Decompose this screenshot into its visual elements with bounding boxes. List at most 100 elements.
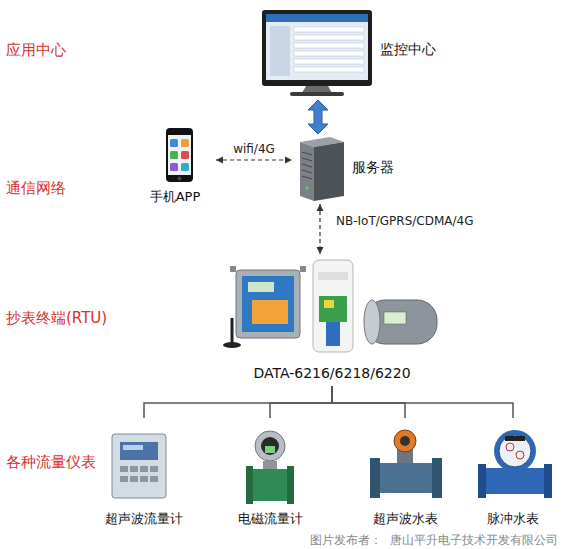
layer-label: 通信网络 <box>6 178 66 198</box>
layer-label: 应用中心 <box>6 40 66 60</box>
electromagnetic-flowmeter-icon-part <box>263 461 277 469</box>
rtu-node: DATA-6216/6218/6220 <box>214 254 450 386</box>
pulse-water-meter-icon-part <box>499 435 531 467</box>
ultrasonic-flowmeter-icon-part <box>150 466 158 472</box>
monitor-icon-part <box>294 59 364 64</box>
bracket-connector <box>332 386 405 418</box>
ultrasonic-water-meter-icon-part <box>400 436 410 446</box>
monitor-node: 监控中心 <box>258 6 448 100</box>
rtu-devices-part <box>242 276 294 332</box>
ultrasonic-water-meter-icon-part <box>370 458 380 498</box>
monitor-icon-part <box>262 10 372 86</box>
rtu-devices-part <box>252 300 288 324</box>
node-caption: 服务器 <box>352 158 394 176</box>
phone-icon-part <box>181 139 189 147</box>
arrowhead <box>317 204 324 211</box>
electromagnetic-flowmeter-icon-part <box>255 431 285 461</box>
meter-node: 超声波水表 <box>348 418 462 532</box>
node-caption: 监控中心 <box>380 40 436 58</box>
ultrasonic-flowmeter-icon-part <box>130 476 138 482</box>
meter-node: 超声波流量计 <box>92 418 196 532</box>
rtu-devices-part <box>223 342 241 348</box>
bracket-connector <box>332 386 513 418</box>
pulse-water-meter-icon-part <box>478 464 486 498</box>
ultrasonic-water-meter-icon <box>370 430 442 498</box>
pulse-water-meter-icon <box>478 430 552 498</box>
layer-label: 抄表终端(RTU) <box>6 308 107 328</box>
pulse-water-meter-icon-part <box>506 443 514 451</box>
server-icon-part <box>306 187 309 190</box>
monitor-icon-part <box>302 86 332 93</box>
rtu-devices-part <box>318 272 348 280</box>
pulse-water-meter-icon-part <box>494 430 536 472</box>
rtu-devices-part <box>313 260 353 352</box>
monitor-icon-part <box>266 14 368 80</box>
dashed-connector <box>319 204 320 254</box>
phone-icon-part <box>166 128 193 182</box>
ultrasonic-water-meter-icon-part <box>394 430 416 452</box>
phone-icon-part <box>178 177 182 181</box>
ultrasonic-flowmeter-icon-part <box>150 476 158 482</box>
phone-node: 手机APP <box>134 124 216 208</box>
arrowhead <box>317 247 324 254</box>
electromagnetic-flowmeter-icon-part <box>261 437 279 455</box>
rtu-devices-part <box>300 266 306 272</box>
arrowhead <box>216 157 223 164</box>
node-caption: 脉冲水表 <box>462 510 564 528</box>
server-icon-part <box>302 176 312 179</box>
monitor-icon-part <box>294 67 364 72</box>
electromagnetic-flowmeter-icon-part <box>246 466 253 504</box>
rtu-devices-part <box>365 300 437 344</box>
double-arrow <box>308 100 328 134</box>
server-node: 服务器 <box>292 134 404 204</box>
node-caption: 超声波水表 <box>348 510 462 528</box>
meter-node: 脉冲水表 <box>462 418 564 532</box>
rtu-devices-part <box>248 282 274 292</box>
rtu-devices-part <box>231 318 234 342</box>
meter-node: 电磁流量计 <box>214 418 326 532</box>
edge-label: wifi/4G <box>231 142 277 157</box>
node-caption: 电磁流量计 <box>214 510 326 528</box>
server-icon-part <box>302 170 312 173</box>
monitor-icon-part <box>266 14 368 22</box>
bracket-connector <box>144 386 332 418</box>
ultrasonic-flowmeter-icon-part <box>120 442 158 460</box>
server-icon-part <box>302 152 312 155</box>
node-caption: DATA-6216/6218/6220 <box>214 364 450 382</box>
rtu-devices-part <box>230 266 236 272</box>
ultrasonic-flowmeter-icon-part <box>140 466 148 472</box>
ultrasonic-flowmeter-icon-part <box>120 476 128 482</box>
monitor-icon <box>262 10 372 96</box>
monitor-icon-part <box>294 51 364 56</box>
server-icon <box>300 137 344 201</box>
phone-icon-part <box>170 139 178 147</box>
ultrasonic-flowmeter-icon-part <box>120 466 128 472</box>
phone-icon-part <box>181 163 189 171</box>
electromagnetic-flowmeter-icon <box>246 431 294 504</box>
ultrasonic-flowmeter-icon-part <box>140 476 148 482</box>
rtu-devices <box>223 260 437 352</box>
phone-icon <box>166 128 193 182</box>
ultrasonic-water-meter-icon-part <box>380 463 432 493</box>
phone-icon-part <box>170 163 178 171</box>
electromagnetic-flowmeter-icon-part <box>252 469 288 501</box>
server-icon-part <box>300 142 314 201</box>
ultrasonic-flowmeter-icon <box>112 434 166 498</box>
node-caption: 超声波流量计 <box>92 510 196 528</box>
server-icon-part <box>302 164 312 167</box>
rtu-devices-part <box>326 322 340 346</box>
node-caption: 手机APP <box>134 188 216 206</box>
dashed-connector <box>216 159 292 160</box>
rtu-devices-part <box>236 270 300 338</box>
ultrasonic-flowmeter-icon-part <box>130 466 138 472</box>
pulse-water-meter-icon-part <box>544 464 552 498</box>
ultrasonic-flowmeter-icon-part <box>123 445 143 450</box>
ultrasonic-flowmeter-icon-part <box>112 434 166 498</box>
arrowhead <box>285 157 292 164</box>
phone-icon-part <box>168 135 191 175</box>
server-icon-part <box>302 158 312 161</box>
rtu-devices-part <box>319 296 347 322</box>
electromagnetic-flowmeter-icon-part <box>287 466 294 504</box>
pulse-water-meter-icon-part <box>516 451 524 459</box>
rtu-devices-part <box>324 300 334 308</box>
